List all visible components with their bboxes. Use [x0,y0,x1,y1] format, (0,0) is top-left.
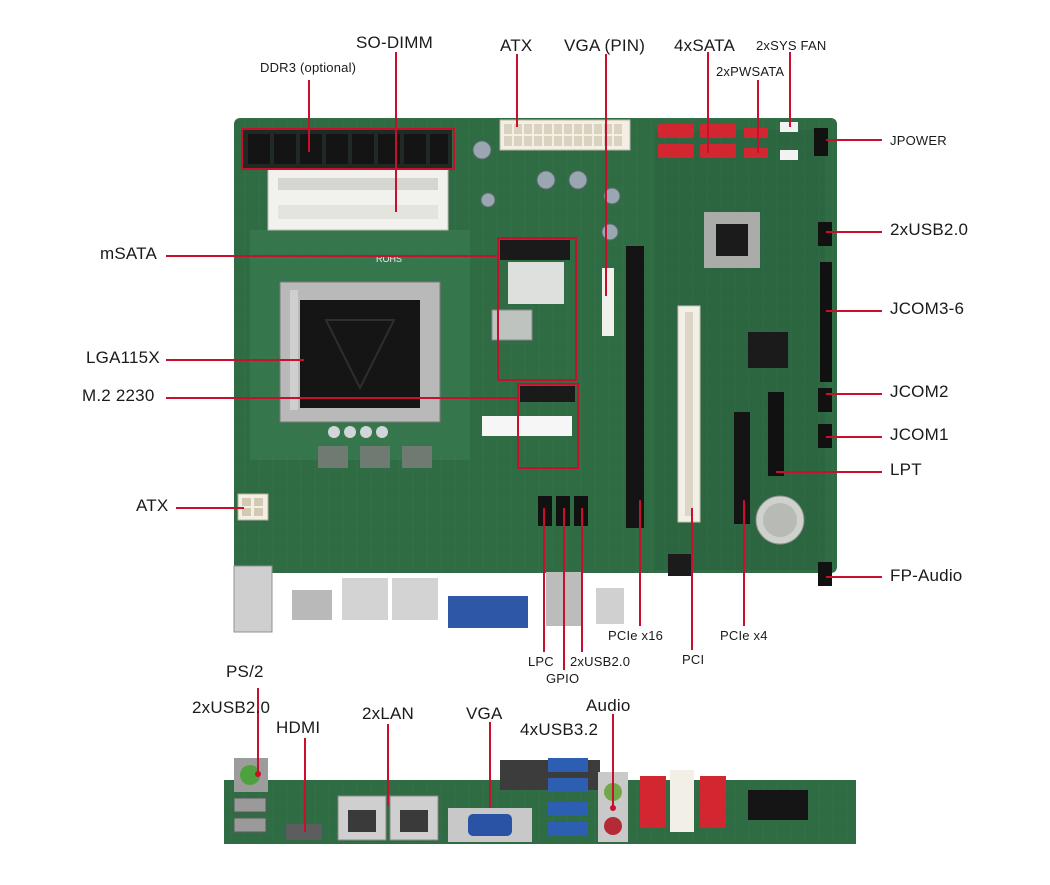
so-dimm-slot [267,167,449,231]
label-audio: Audio [586,696,631,715]
lan-chip [668,554,692,576]
label-lga115x: LGA115X [86,348,160,367]
pcie-x4-slot [734,412,750,524]
pcie-x16-slot [626,246,644,528]
label-ddr3: DDR3 (optional) [260,60,357,75]
label-jcom2: JCOM2 [890,382,949,401]
label-m2-2230: M.2 2230 [82,386,155,405]
m2-2230-slot [482,386,575,436]
label-2xusb2-bottom: 2xUSB2.0 [570,654,631,669]
pwsata-connectors [744,128,768,158]
label-2xusb2-io: 2xUSB2.0 [192,698,271,717]
atx-24pin-connector [499,119,631,151]
label-fp-audio: FP-Audio [890,566,963,585]
lga115x-socket [279,281,441,423]
label-2xsys-fan: 2xSYS FAN [756,38,827,53]
ddr3-chips [242,130,452,168]
msata-slot [500,240,570,304]
label-atx-left: ATX [136,496,169,515]
label-jcom1: JCOM1 [890,425,949,444]
vga-port-io [448,808,532,842]
cmos-battery [755,495,805,545]
right-headers [768,222,832,586]
ps2-port [234,758,268,792]
label-hdmi: HDMI [276,718,321,737]
label-gpio: GPIO [546,671,580,686]
label-pcie-x4: PCIe x4 [720,628,768,643]
silkscreen-rohs: ROHS [376,254,402,264]
label-4xsata: 4xSATA [674,36,736,55]
usb-ports-io [233,797,267,833]
rear-io-board [224,760,856,844]
pointer-lines [166,52,882,832]
usb32-ports [548,758,588,836]
label-lpt: LPT [890,460,922,479]
chipset [704,212,760,268]
label-jpower: JPOWER [890,133,947,148]
label-vga-pin: VGA (PIN) [564,36,646,55]
label-4xusb3-2: 4xUSB3.2 [520,720,599,739]
label-so-dimm: SO-DIMM [356,33,433,52]
label-pci: PCI [682,652,705,667]
vga-pin-header [602,268,614,336]
io-ports-top [233,565,624,633]
pointer-dots [255,771,616,811]
label-pcie-x16: PCIe x16 [608,628,664,643]
label-2xlan: 2xLAN [362,704,415,723]
label-msata: mSATA [100,244,158,263]
label-2xpwsata: 2xPWSATA [716,64,785,79]
label-lpc: LPC [528,654,554,669]
vrm-caps [328,426,388,438]
lan-jacks [348,810,428,832]
pci-slot [677,305,701,523]
lan-ports [337,795,439,841]
jpower-header [814,128,828,156]
label-2xusb2-right: 2xUSB2.0 [890,220,969,239]
superio-chip [748,332,788,368]
label-ps2: PS/2 [226,662,264,681]
label-jcom3-6: JCOM3-6 [890,299,965,318]
label-atx-top: ATX [500,36,533,55]
label-vga: VGA [466,704,503,723]
vrm-chokes [318,446,432,468]
